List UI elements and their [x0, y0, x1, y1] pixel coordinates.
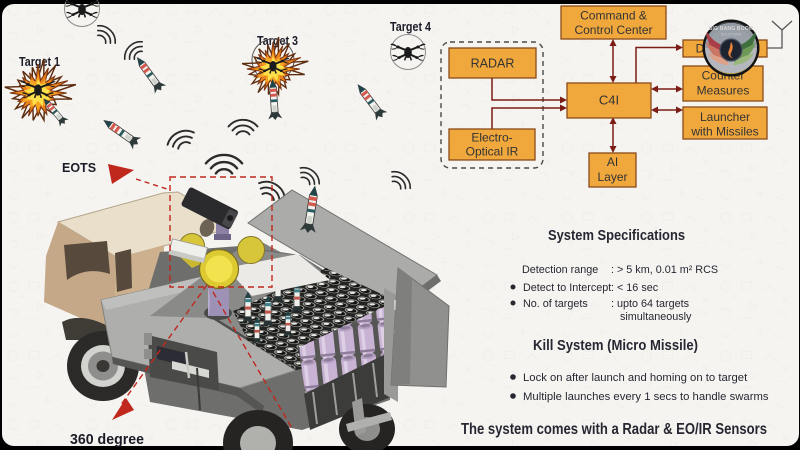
- svg-text:EOTS: EOTS: [62, 161, 96, 175]
- svg-text:Detect to Intercept: Detect to Intercept: [523, 282, 611, 294]
- svg-text:AI: AI: [607, 155, 618, 169]
- svg-text:Command &: Command &: [580, 9, 647, 23]
- svg-text:Electro-: Electro-: [471, 131, 512, 145]
- svg-text:Kill System (Micro Missile): Kill System (Micro Missile): [533, 338, 698, 354]
- svg-text:: > 5 km, 0.01 m² RCS: : > 5 km, 0.01 m² RCS: [611, 264, 718, 276]
- svg-text:Detection range: Detection range: [522, 264, 598, 276]
- svg-text:Target 4: Target 4: [390, 20, 431, 34]
- svg-text:No. of targets: No. of targets: [523, 298, 588, 310]
- svg-text:Layer: Layer: [597, 170, 627, 184]
- svg-text:Control Center: Control Center: [574, 23, 652, 37]
- svg-text:System Specifications: System Specifications: [548, 228, 685, 244]
- svg-text:Optical IR: Optical IR: [466, 145, 519, 159]
- svg-text:360 degree: 360 degree: [70, 431, 144, 448]
- svg-text:C4I: C4I: [599, 93, 619, 108]
- svg-text:Target 1: Target 1: [19, 55, 60, 69]
- svg-text:The system comes with a Radar: The system comes with a Radar & EO/IR Se…: [461, 421, 767, 438]
- svg-text:simultaneously: simultaneously: [620, 311, 692, 323]
- svg-text:Launcher: Launcher: [700, 110, 750, 124]
- svg-text:SOLUTIONS: SOLUTIONS: [721, 33, 742, 37]
- svg-text:RADAR: RADAR: [471, 57, 515, 71]
- svg-text:BIG BANG BOOM: BIG BANG BOOM: [709, 26, 754, 32]
- svg-text:with Missiles: with Missiles: [690, 125, 758, 139]
- svg-text:: < 16 sec: : < 16 sec: [611, 282, 659, 294]
- svg-text:Lock on after launch and homin: Lock on after launch and homing on to ta…: [523, 372, 748, 384]
- svg-text:Measures: Measures: [697, 84, 750, 98]
- svg-text:: upto 64 targets: : upto 64 targets: [611, 298, 690, 310]
- svg-text:Multiple launches every 1 secs: Multiple launches every 1 secs to handle…: [523, 391, 769, 403]
